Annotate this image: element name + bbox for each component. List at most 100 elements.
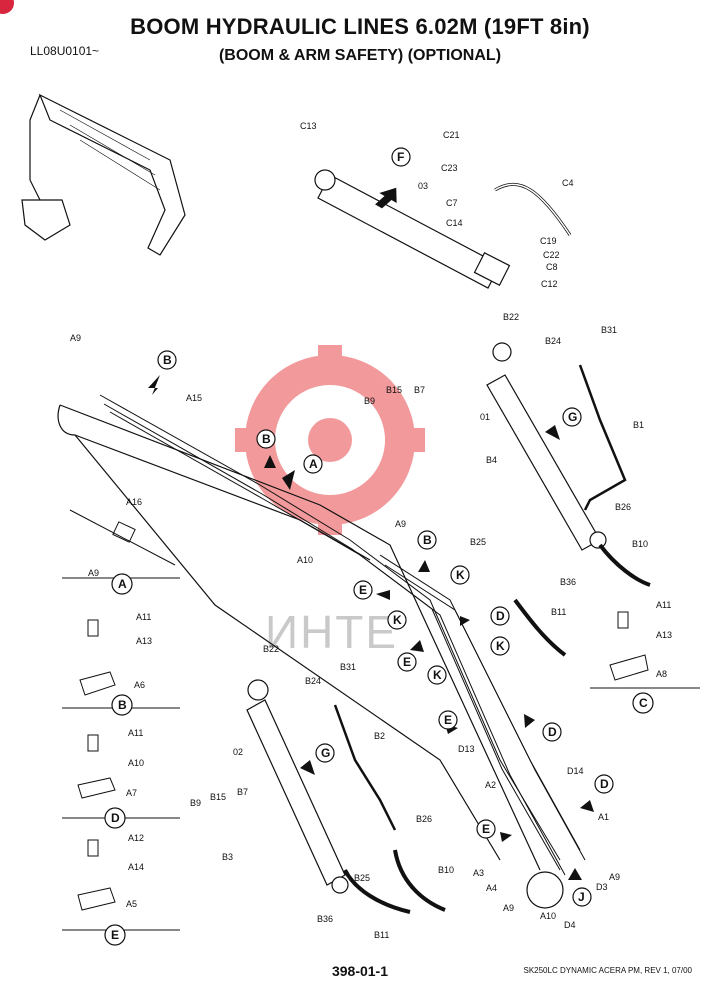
callout-k1 — [450, 565, 470, 585]
callout-d3-label: D — [600, 777, 609, 791]
label-a2: A2 — [485, 780, 496, 790]
label-c12: C12 — [541, 279, 558, 289]
callout-d2-label: D — [548, 725, 557, 739]
callout-k2-label: K — [393, 613, 402, 627]
label-b7-top: B7 — [414, 385, 425, 395]
label-d14: D14 — [567, 766, 584, 776]
label-a9-bottom: A9 — [503, 903, 514, 913]
callout-e4 — [476, 819, 496, 839]
label-a13-c: A13 — [656, 630, 672, 640]
label-a9-mid: A9 — [395, 519, 406, 529]
label-a9-low: A9 — [609, 872, 620, 882]
part-labels: C13 C21 C23 C7 C4 C14 C19 C22 C8 C12 03 … — [70, 121, 672, 940]
hose-b11-right — [513, 598, 567, 657]
label-b10-low: B10 — [438, 865, 454, 875]
label-c23: C23 — [441, 163, 458, 173]
label-c13: C13 — [300, 121, 317, 131]
label-b15-top: B15 — [386, 385, 402, 395]
callout-b-mid — [256, 429, 276, 449]
boom-cylinder-02 — [246, 679, 349, 894]
inset-c-label: C — [639, 696, 648, 710]
label-b25-right: B25 — [470, 537, 486, 547]
model-code: LL08U0101~ — [30, 44, 100, 58]
callout-d2 — [542, 722, 562, 742]
arm-cylinder-03 — [314, 169, 511, 289]
callout-f — [391, 147, 411, 167]
label-b4: B4 — [486, 455, 497, 465]
callout-e3-label: E — [444, 713, 452, 727]
label-b31-low: B31 — [340, 662, 356, 672]
boom-cylinder-01 — [486, 342, 607, 551]
hose-bundle — [99, 394, 586, 876]
callout-g-top — [562, 407, 582, 427]
label-b31-top: B31 — [601, 325, 617, 335]
callout-k3 — [490, 636, 510, 656]
callout-b-top-label: B — [163, 353, 172, 367]
hose-b11-left — [343, 869, 411, 914]
callout-e2-label: E — [403, 655, 411, 669]
callout-inset-e — [104, 924, 126, 946]
callout-k3-label: K — [496, 639, 505, 653]
label-b26-low: B26 — [416, 814, 432, 824]
label-a7: A7 — [126, 788, 137, 798]
label-a11-c: A11 — [656, 600, 671, 610]
label-b3: B3 — [222, 852, 233, 862]
label-c8: C8 — [546, 262, 558, 272]
callout-e1 — [353, 580, 373, 600]
inset-e-label: E — [111, 928, 119, 942]
label-b11-right: B11 — [551, 607, 566, 617]
label-c14: C14 — [446, 218, 463, 228]
label-a12: A12 — [128, 833, 144, 843]
label-b11-low: B11 — [374, 930, 389, 940]
callout-b-mid-label: B — [262, 432, 271, 446]
pipe-b2 — [333, 704, 397, 831]
label-c22: C22 — [543, 250, 560, 260]
label-01: 01 — [480, 412, 490, 422]
label-c7: C7 — [446, 198, 458, 208]
label-a9-top: A9 — [70, 333, 81, 343]
callout-e3 — [438, 710, 458, 730]
callout-b-low-label: B — [423, 533, 432, 547]
label-c21: C21 — [443, 130, 460, 140]
inset-d-label: D — [111, 811, 120, 825]
inset-b-label: B — [118, 698, 127, 712]
label-c19: C19 — [540, 236, 557, 246]
label-a10-mid: A10 — [297, 555, 313, 565]
inset-parts — [69, 509, 649, 911]
label-b2: B2 — [374, 731, 385, 741]
callout-d1 — [490, 606, 510, 626]
label-a16: A16 — [126, 497, 142, 507]
label-a4: A4 — [486, 883, 497, 893]
label-b9-top: B9 — [364, 396, 375, 406]
label-b15-low: B15 — [210, 792, 226, 802]
page-subtitle: (BOOM & ARM SAFETY) (OPTIONAL) — [218, 47, 502, 64]
label-a1: A1 — [598, 812, 609, 822]
label-a11-b: A11 — [136, 612, 151, 622]
label-a11-d: A11 — [128, 728, 143, 738]
label-d3: D3 — [596, 882, 608, 892]
label-02: 02 — [233, 747, 243, 757]
callout-a-mid — [303, 454, 323, 474]
label-a8: A8 — [656, 669, 667, 679]
callout-j-label: J — [578, 890, 585, 904]
callout-d3 — [594, 774, 614, 794]
callout-k4-label: K — [433, 668, 442, 682]
label-a13-b: A13 — [136, 636, 152, 646]
callout-e4-label: E — [482, 822, 490, 836]
callout-arrows — [148, 187, 594, 880]
callout-g-low — [315, 743, 335, 763]
callout-f-label: F — [397, 150, 404, 164]
callout-a-mid-label: A — [309, 457, 318, 471]
label-b26-right: B26 — [615, 502, 631, 512]
callout-j — [572, 887, 592, 907]
hose-b10-left — [393, 849, 446, 912]
page-title: BOOM HYDRAULIC LINES 6.02M (19FT 8in) — [130, 14, 590, 39]
label-d13: D13 — [458, 744, 475, 754]
callout-inset-d — [104, 807, 126, 829]
corner-tab — [0, 0, 14, 14]
callout-inset-b — [111, 694, 133, 716]
label-a14: A14 — [128, 862, 144, 872]
callout-inset-c — [632, 692, 654, 714]
pipe-b1 — [578, 364, 627, 511]
